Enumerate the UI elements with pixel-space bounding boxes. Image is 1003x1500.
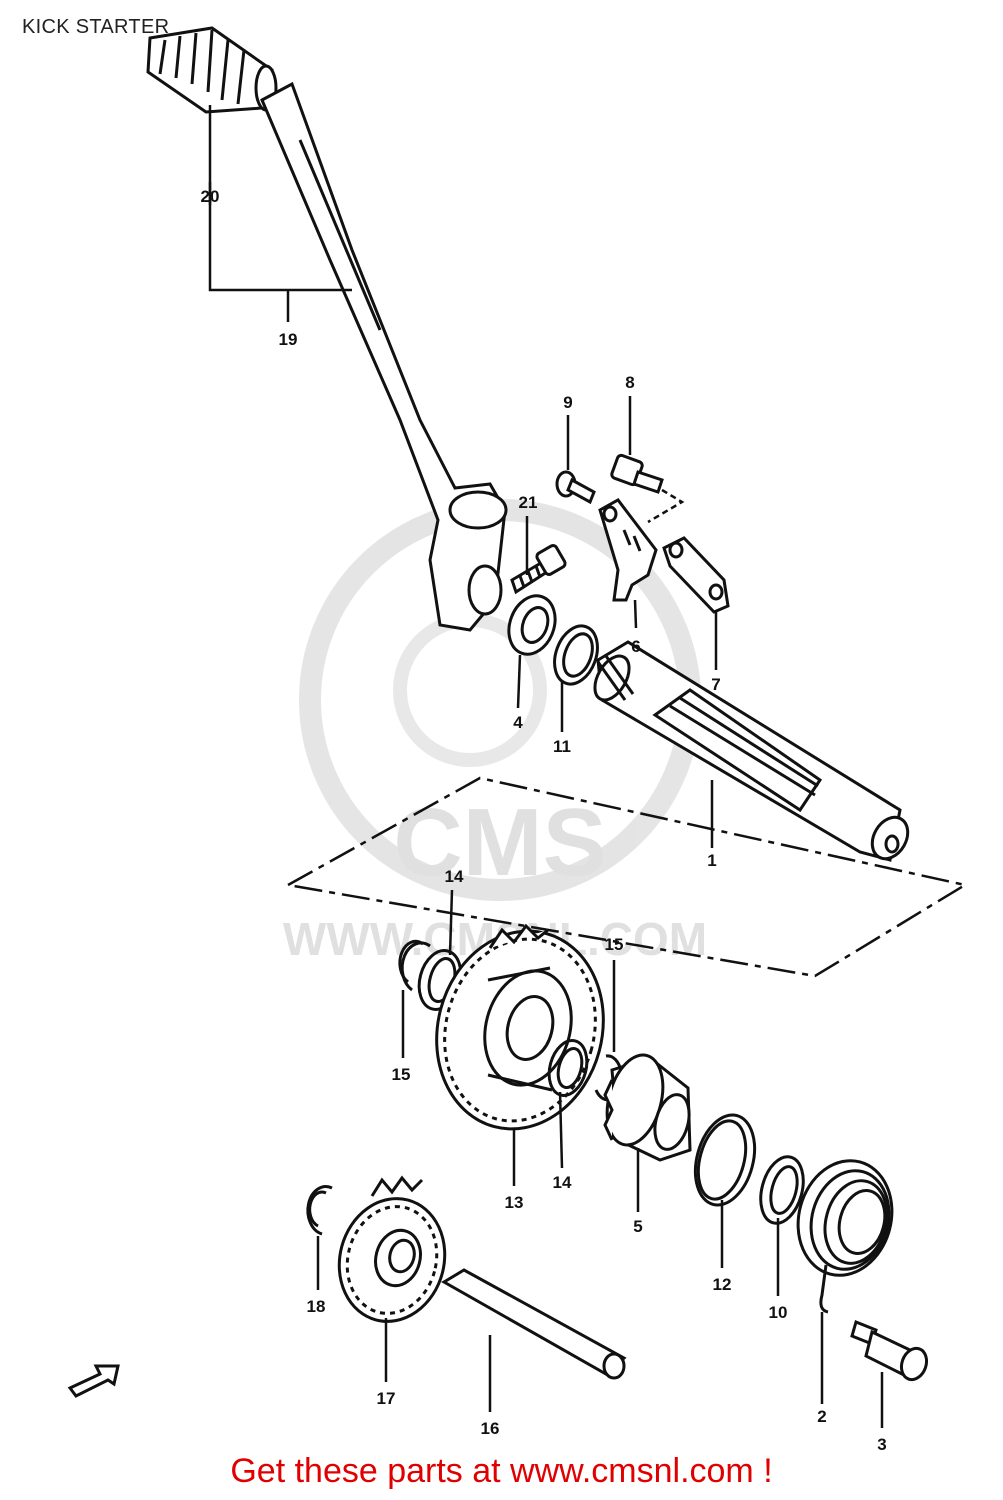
callout-part-2: 2 xyxy=(817,1407,826,1426)
kick-pedal-rubber xyxy=(146,26,278,114)
kick-starter-shaft xyxy=(593,640,910,862)
stopper-plate xyxy=(598,498,658,602)
kick-return-spring xyxy=(796,1159,894,1314)
front-direction-arrow-icon xyxy=(67,1364,120,1398)
diagram-title: KICK STARTER xyxy=(22,16,170,38)
callout-part-4: 4 xyxy=(513,713,523,732)
callout-part-14-upper: 14 xyxy=(445,867,464,886)
kick-idle-gear xyxy=(337,1175,447,1323)
kick-starter-lever xyxy=(260,81,508,632)
idle-gear-shaft xyxy=(441,1268,627,1380)
watermark-brand: CMS xyxy=(393,789,606,896)
callout-part-18: 18 xyxy=(307,1297,326,1316)
callout-part-15-right: 15 xyxy=(605,935,624,954)
kick-ratchet xyxy=(603,1053,692,1162)
callout-part-16: 16 xyxy=(481,1419,500,1438)
callout-part-6: 6 xyxy=(631,637,640,656)
screw xyxy=(555,470,596,505)
callout-part-9: 9 xyxy=(563,393,572,412)
callout-numbers: 1 2 3 4 5 6 7 8 9 10 11 12 13 14 14 15 1… xyxy=(201,187,887,1454)
footer-parts-link[interactable]: Get these parts at www.cmsnl.com ! xyxy=(230,1452,773,1490)
leader-lines xyxy=(208,105,884,1428)
callout-part-15-left: 15 xyxy=(392,1065,411,1084)
callout-part-19: 19 xyxy=(279,330,298,349)
callout-part-5: 5 xyxy=(633,1217,642,1236)
kick-starter-exploded-diagram: CMS WWW.CMSNL.COM xyxy=(67,26,969,1454)
shaft-washer xyxy=(553,624,599,686)
guide-bolt xyxy=(610,453,664,494)
spring-washer xyxy=(759,1155,805,1225)
callout-part-10: 10 xyxy=(769,1303,788,1322)
spring-guide xyxy=(693,1113,757,1207)
callout-part-17: 17 xyxy=(377,1389,396,1408)
idle-gear-circlip xyxy=(306,1185,333,1236)
callout-part-3: 3 xyxy=(877,1435,886,1454)
spring-pin-bolt xyxy=(850,1319,929,1382)
callout-part-14-lower: 14 xyxy=(553,1173,572,1192)
lever-bolt xyxy=(510,544,567,595)
callout-part-12: 12 xyxy=(713,1275,732,1294)
callout-part-8: 8 xyxy=(625,373,634,392)
callout-part-21: 21 xyxy=(519,493,538,512)
oil-seal xyxy=(507,594,557,656)
callout-part-7: 7 xyxy=(711,675,720,694)
callout-part-1: 1 xyxy=(707,851,716,870)
guide-plate xyxy=(662,536,730,614)
assembly-outline xyxy=(284,776,969,978)
callout-part-11: 11 xyxy=(553,737,571,756)
circlip-left xyxy=(398,939,431,992)
callout-part-13: 13 xyxy=(505,1193,524,1212)
callout-part-20: 20 xyxy=(201,187,220,206)
